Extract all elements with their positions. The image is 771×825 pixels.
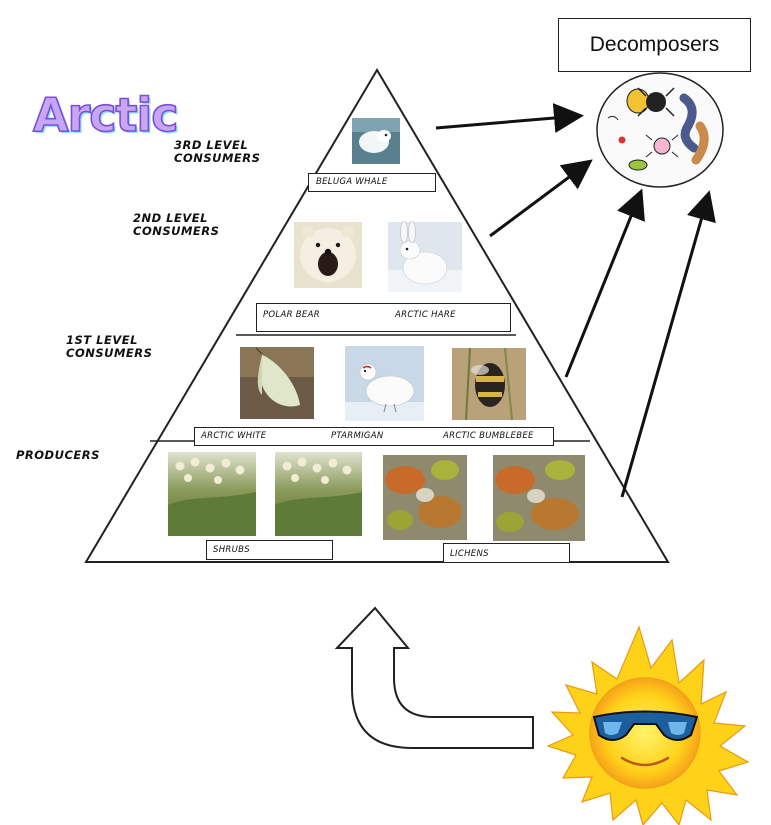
first-level-label-box: ARCTIC WHITE PTARMIGAN ARCTIC BUMBLEBEE	[194, 427, 554, 446]
bumblebee-photo	[452, 347, 526, 421]
beluga-whale-photo	[352, 118, 400, 164]
arctic-hare-photo	[388, 220, 462, 292]
polar-bear-label: POLAR BEAR	[263, 310, 320, 320]
polar-bear-photo	[294, 222, 362, 288]
level-label-first: 1ST LEVEL CONSUMERS	[66, 333, 153, 360]
bumblebee-label: ARCTIC BUMBLEBEE	[443, 431, 534, 441]
ptarmigan-label: PTARMIGAN	[331, 431, 384, 441]
arrow-beluga-to-decomposers	[435, 103, 584, 133]
arrow-second-to-decomposers	[489, 159, 593, 238]
arctic-white-label: ARCTIC WHITE	[201, 431, 267, 441]
lichen-photo	[383, 455, 467, 540]
microbes-icon	[596, 72, 724, 188]
level-label-second: 2ND LEVEL CONSUMERS	[133, 211, 220, 238]
pyramid-outline	[84, 68, 670, 563]
decomposers-label: Decomposers	[558, 18, 751, 72]
beluga-label-box: BELUGA WHALE	[308, 173, 436, 192]
lichens-label-box: LICHENS	[443, 543, 570, 563]
arrow-producers-to-decomposers	[620, 190, 716, 498]
sun-icon	[546, 625, 750, 825]
shrub-photo	[168, 452, 256, 536]
arctic-hare-label: ARCTIC HARE	[395, 310, 456, 320]
lichens-label: LICHENS	[450, 549, 489, 559]
lichen-photo-2	[493, 455, 585, 541]
level-label-third: 3RD LEVEL CONSUMERS	[174, 138, 261, 165]
shrub-photo-2	[275, 452, 362, 536]
level-label-producers: PRODUCERS	[16, 448, 100, 462]
arrow-first-to-decomposers	[564, 188, 645, 378]
shrubs-label-box: SHRUBS	[206, 540, 333, 560]
shrubs-label: SHRUBS	[213, 545, 250, 555]
sun-energy-arrow	[334, 606, 534, 749]
butterfly-photo	[240, 347, 314, 419]
beluga-label: BELUGA WHALE	[316, 177, 388, 187]
second-level-label-box: POLAR BEAR ARCTIC HARE	[256, 303, 511, 332]
ptarmigan-photo	[345, 346, 424, 421]
arctic-title: Arctic	[32, 87, 179, 143]
